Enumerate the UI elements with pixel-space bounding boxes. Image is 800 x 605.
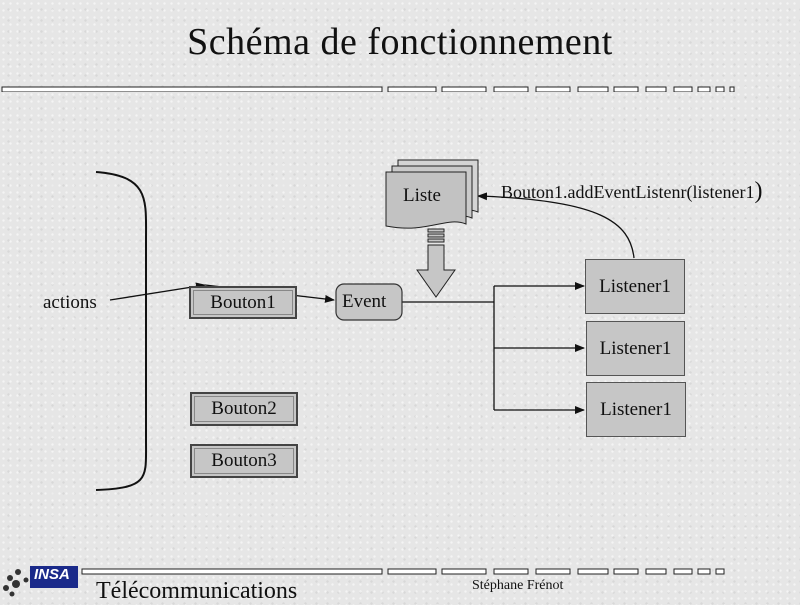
list-label: Liste bbox=[403, 185, 441, 206]
top-rule bbox=[1, 86, 735, 92]
registration-call-label: Bouton1.addEventListenr(listener1) bbox=[501, 178, 762, 205]
bottom-rule bbox=[81, 568, 725, 575]
registration-close-paren: ) bbox=[754, 178, 763, 204]
listener3-label: Listener1 bbox=[600, 398, 672, 420]
bouton1-label: Bouton1 bbox=[210, 291, 276, 313]
footer-left-text: Télécommunications bbox=[96, 578, 298, 604]
actions-brace bbox=[95, 171, 148, 491]
listener1-box: Listener1 bbox=[585, 259, 685, 314]
footer-author: Stéphane Frénot bbox=[472, 578, 564, 593]
event-shape bbox=[335, 283, 403, 321]
listener2-label: Listener1 bbox=[599, 337, 672, 359]
register-arrow bbox=[477, 192, 635, 259]
list-down-arrow bbox=[416, 228, 456, 298]
event-to-listeners-arrows bbox=[402, 282, 585, 414]
logo-text: INSA bbox=[34, 566, 70, 583]
listener1-label: Listener1 bbox=[599, 275, 671, 297]
bouton3-box: Bouton3 bbox=[190, 444, 298, 478]
list-document-stack bbox=[385, 159, 479, 229]
event-label: Event bbox=[342, 291, 387, 312]
bouton3-label: Bouton3 bbox=[211, 450, 277, 471]
bouton1-box: Bouton1 bbox=[189, 286, 297, 319]
listener2-box: Listener1 bbox=[586, 321, 685, 376]
registration-call-text: Bouton1.addEventListenr(listener1 bbox=[501, 182, 755, 202]
bouton2-box: Bouton2 bbox=[190, 392, 298, 426]
slide-title: Schéma de fonctionnement bbox=[187, 21, 613, 63]
insa-logo-icon bbox=[3, 566, 78, 597]
bouton2-label: Bouton2 bbox=[211, 398, 277, 419]
actions-label: actions bbox=[43, 292, 97, 313]
listener3-box: Listener1 bbox=[586, 382, 686, 437]
